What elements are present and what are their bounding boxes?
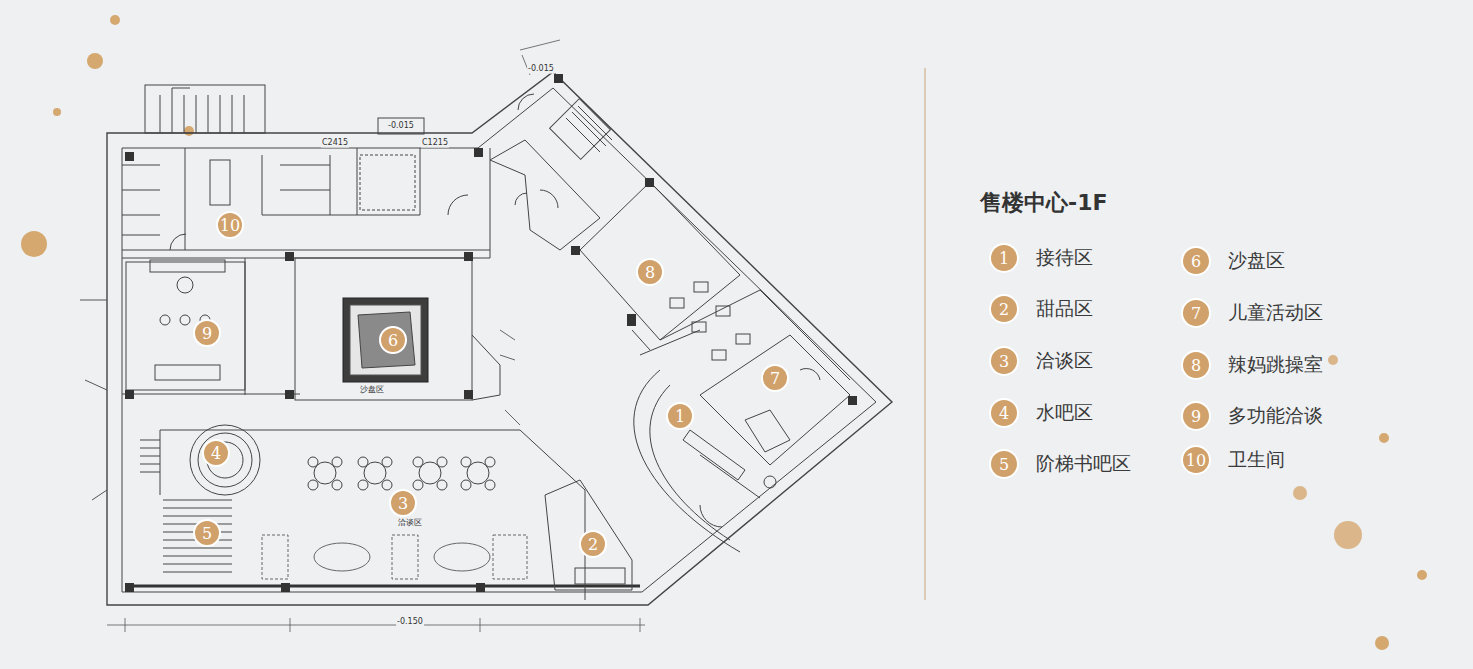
plan-label: C2415 bbox=[321, 139, 349, 148]
legend-swatch: 3 bbox=[989, 346, 1019, 376]
legend-text: 辣妈跳操室 bbox=[1228, 352, 1323, 378]
callout-number: 7 bbox=[761, 364, 789, 392]
callout-number: 2 bbox=[579, 530, 607, 558]
columns bbox=[125, 74, 857, 592]
plan-label: C1215 bbox=[421, 139, 449, 148]
callout-number: 3 bbox=[389, 489, 417, 517]
callout-number: 8 bbox=[636, 258, 664, 286]
legend-text: 洽谈区 bbox=[1036, 348, 1093, 374]
callout-number: 7 bbox=[1191, 304, 1201, 323]
plan-label: 洽谈区 bbox=[397, 519, 423, 528]
legend-swatch: 4 bbox=[989, 398, 1019, 428]
plan-label: 沙盘区 bbox=[359, 386, 385, 395]
callout-number: 5 bbox=[193, 519, 221, 547]
legend-text: 儿童活动区 bbox=[1228, 300, 1323, 326]
walls bbox=[80, 40, 892, 632]
legend-swatch: 5 bbox=[989, 449, 1019, 479]
legend-text: 阶梯书吧区 bbox=[1036, 451, 1131, 477]
plan-label: -0.015 bbox=[387, 122, 415, 131]
plan-label: -0.015 bbox=[527, 65, 555, 74]
legend-text: 接待区 bbox=[1036, 245, 1093, 271]
callout-number: 9 bbox=[193, 319, 221, 347]
callout-number: 10 bbox=[216, 211, 244, 239]
legend-swatch: 6 bbox=[1181, 246, 1211, 276]
plan-label: -0.150 bbox=[396, 618, 424, 627]
legend-swatch: 9 bbox=[1181, 401, 1211, 431]
legend-text: 多功能洽谈 bbox=[1228, 403, 1323, 429]
legend-swatch: 10 bbox=[1181, 445, 1211, 475]
callout-number: 2 bbox=[999, 300, 1009, 319]
callout-number: 1 bbox=[999, 249, 1009, 268]
callout-number: 6 bbox=[379, 326, 407, 354]
legend-text: 沙盘区 bbox=[1228, 248, 1285, 274]
legend-text: 卫生间 bbox=[1228, 447, 1285, 473]
legend-text: 水吧区 bbox=[1036, 400, 1093, 426]
callout-number: 1 bbox=[666, 402, 694, 430]
callout-number: 9 bbox=[1191, 407, 1201, 426]
callout-number: 4 bbox=[202, 439, 230, 467]
callout-number: 6 bbox=[1191, 252, 1201, 271]
callout-number: 8 bbox=[1191, 356, 1201, 375]
legend-swatch: 2 bbox=[989, 294, 1019, 324]
decor-dots bbox=[21, 15, 1427, 650]
legend-text: 甜品区 bbox=[1036, 296, 1093, 322]
legend-swatch: 7 bbox=[1181, 298, 1211, 328]
callout-number: 3 bbox=[999, 352, 1009, 371]
divider bbox=[925, 68, 926, 600]
legend-swatch: 8 bbox=[1181, 350, 1211, 380]
title: 售楼中心-1F bbox=[980, 188, 1107, 218]
callout-number: 5 bbox=[999, 455, 1009, 474]
callout-number: 10 bbox=[1186, 451, 1206, 470]
legend-swatch: 1 bbox=[989, 243, 1019, 273]
callout-number: 4 bbox=[999, 404, 1009, 423]
